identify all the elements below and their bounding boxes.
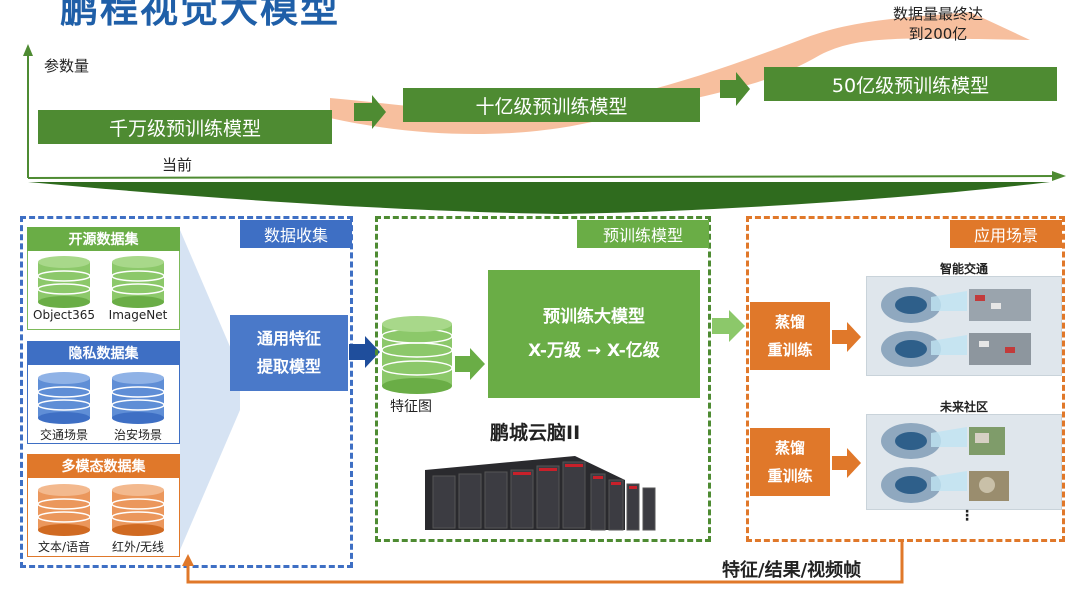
stage-1-bar: 千万级预训练模型 — [38, 110, 332, 144]
open-dataset-title: 开源数据集 — [68, 232, 139, 248]
y-axis-arrow — [23, 44, 33, 56]
private-dataset-header: 隐私数据集 — [27, 341, 180, 365]
arrow-to-feature-map — [349, 336, 380, 368]
open-item-2: ImageNet — [108, 308, 168, 322]
multimodal-dataset-header: 多模态数据集 — [27, 454, 180, 478]
private-item-2: 治安场景 — [113, 428, 162, 442]
multimodal-dataset-title: 多模态数据集 — [61, 459, 146, 475]
page-title: 鹏程视觉大模型 — [60, 0, 341, 31]
distill-label-2: 蒸馏 — [774, 439, 805, 457]
multimodal-item-2: 红外/无线 — [111, 540, 165, 554]
scene-2-title: 未来社区 — [939, 400, 988, 414]
stage-3-label: 50亿级预训练模型 — [831, 74, 990, 97]
pretrain-tag: 预训练模型 — [577, 220, 709, 248]
stage-3-bar: 50亿级预训练模型 — [764, 67, 1057, 101]
open-cylinder-2 — [111, 256, 165, 308]
retrain-label-2: 重训练 — [767, 467, 813, 485]
funnel-fan — [180, 230, 240, 550]
feedback-label: 特征/结果/视频帧 — [722, 560, 862, 581]
arrow-to-scene-2 — [832, 448, 861, 478]
scene-1-title: 智能交通 — [939, 262, 988, 276]
arrow-to-big-model — [455, 348, 485, 380]
feedback-loop-arrow — [182, 540, 904, 584]
extract-line1: 通用特征 — [256, 329, 321, 348]
data-volume-note: 数据量最终达 到200亿 — [878, 4, 998, 44]
big-model-line1: 预训练大模型 — [543, 307, 645, 327]
stage-2-label: 十亿级预训练模型 — [475, 95, 628, 118]
scene-1-image — [866, 276, 1062, 376]
private-cylinder-2 — [111, 372, 165, 424]
x-axis-arrow — [1052, 171, 1066, 181]
data-note-line1: 数据量最终达 — [892, 5, 983, 23]
x-axis — [27, 175, 1059, 179]
private-cylinder-1 — [38, 372, 91, 424]
distill-label-1: 蒸馏 — [774, 313, 805, 331]
open-cylinders — [38, 256, 165, 308]
funnel-sweep — [28, 182, 1050, 214]
more-ellipsis: ⋮ — [960, 508, 974, 524]
scene-2-image — [866, 414, 1062, 510]
private-cylinders — [38, 372, 165, 424]
open-item-1: Object365 — [33, 308, 95, 322]
open-dataset-header: 开源数据集 — [27, 227, 180, 251]
growth-ribbon — [330, 12, 1030, 135]
stage-1-label: 千万级预训练模型 — [108, 117, 261, 140]
data-collection-tag: 数据收集 — [240, 220, 352, 248]
open-cylinder-1 — [38, 256, 91, 308]
y-axis-label: 参数量 — [44, 57, 90, 75]
private-item-1: 交通场景 — [39, 428, 88, 442]
arrow-to-scene-1 — [832, 322, 861, 352]
distill-retrain-box-2: 蒸馏 重训练 — [750, 428, 830, 496]
feature-map-cylinder — [382, 316, 453, 394]
distill-retrain-box-1: 蒸馏 重训练 — [750, 302, 830, 370]
current-label: 当前 — [162, 156, 193, 174]
retrain-label-1: 重训练 — [767, 341, 813, 359]
multimodal-cylinder-2 — [111, 484, 165, 536]
application-tag-label: 应用场景 — [973, 226, 1038, 245]
feature-map-label: 特征图 — [390, 399, 432, 415]
pretrain-panel — [375, 216, 711, 542]
pretrain-big-model: 预训练大模型 X-万级 → X-亿级 — [488, 270, 700, 398]
multimodal-cylinders — [38, 484, 165, 536]
extract-line2: 提取模型 — [256, 357, 321, 376]
private-dataset-title: 隐私数据集 — [68, 346, 139, 362]
server-racks-image — [425, 456, 656, 531]
application-tag: 应用场景 — [950, 220, 1062, 248]
arrow-to-application — [712, 310, 745, 342]
multimodal-cylinder-1 — [38, 484, 91, 536]
multimodal-item-1: 文本/语音 — [37, 540, 91, 554]
stage-arrow-2 — [720, 72, 750, 106]
growth-diagram — [23, 12, 1066, 214]
stage-2-bar: 十亿级预训练模型 — [403, 88, 700, 122]
feature-extraction-model: 通用特征 提取模型 — [230, 315, 348, 391]
data-note-line2: 到200亿 — [908, 25, 968, 43]
pretrain-tag-label: 预训练模型 — [602, 226, 683, 245]
big-model-line2: X-万级 → X-亿级 — [528, 341, 660, 361]
application-panel — [746, 216, 1065, 542]
data-collection-tag-label: 数据收集 — [263, 226, 328, 245]
stage-arrow-1 — [354, 95, 386, 129]
platform-label: 鹏城云脑II — [490, 422, 581, 444]
